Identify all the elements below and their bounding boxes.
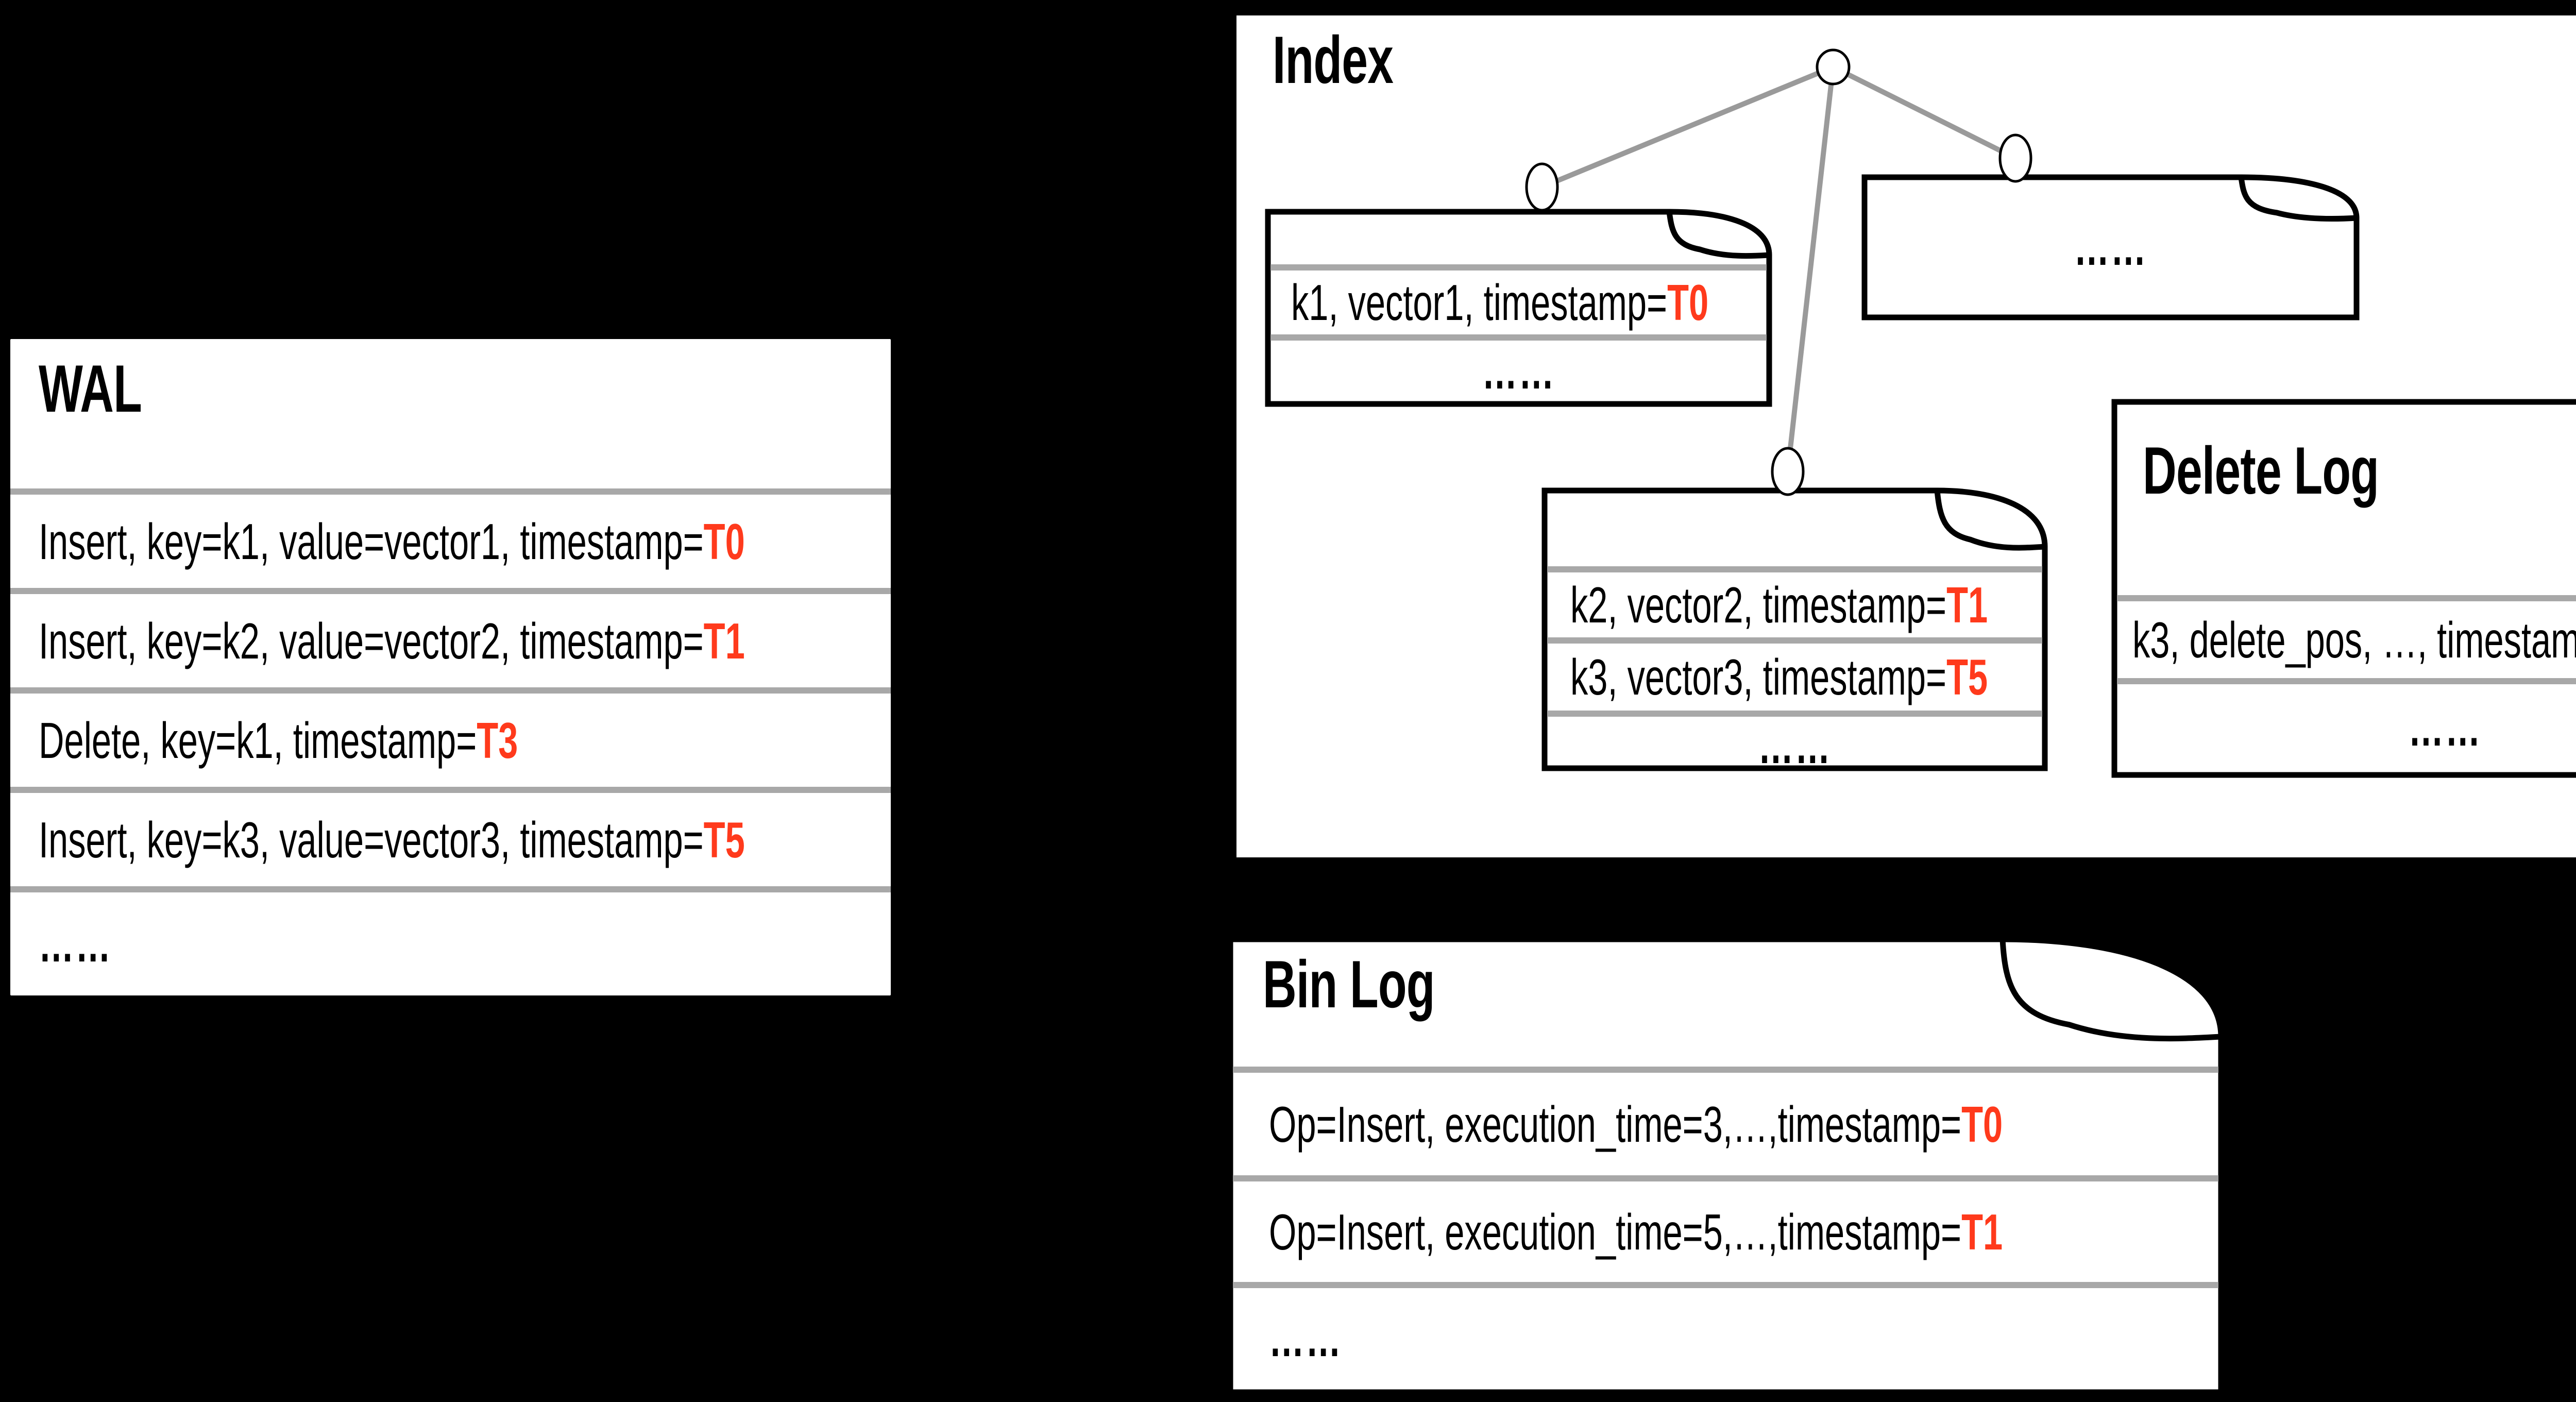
delete-log-row: k3, delete_pos, …, timestamp=T3 (2117, 595, 2576, 678)
wal-log-row: Insert, key=k1, value=vector1, timestamp… (10, 488, 891, 588)
wal-ellipsis-row: …… (10, 886, 891, 995)
bin-log-row-text: Op=Insert, execution_time=5,…,timestamp= (1269, 1203, 1962, 1260)
ellipsis-text: …… (39, 915, 112, 972)
delete-log-header: Delete Log (2117, 404, 2576, 595)
wal-row-text: Insert, key=k1, value=vector1, timestamp… (39, 513, 704, 570)
segment-ellipsis-row: …… (1270, 334, 1767, 401)
wal-row-text: Insert, key=k2, value=vector2, timestamp… (39, 612, 704, 669)
wal-title: WAL (39, 351, 142, 426)
segment-row: k1, vector1, timestamp=T0 (1270, 264, 1767, 334)
segment-row-timestamp: T1 (1946, 577, 1988, 633)
bin-log-row-timestamp: T1 (1961, 1203, 2003, 1260)
bin-log-title: Bin Log (1263, 947, 1435, 1022)
tree-node-left-icon (1525, 162, 1559, 212)
segment-ellipsis-row: …… (1547, 711, 2042, 775)
tree-edge-root-middle (1785, 66, 1836, 472)
index-segment-middle-doc: k2, vector2, timestamp=T1 k3, vector3, t… (1541, 487, 2048, 774)
ellipsis-text: …… (1482, 342, 1555, 399)
ellipsis-text: …… (2074, 218, 2147, 276)
segment-header-spacer (1270, 214, 1767, 264)
segment-row-text: k3, vector3, timestamp= (1570, 649, 1947, 705)
segment-header-spacer (1547, 493, 2042, 566)
wal-row-timestamp: T3 (477, 712, 518, 769)
bin-log-header: Bin Log (1233, 942, 2218, 1067)
page-curl-outline (1861, 174, 2360, 320)
ellipsis-text: …… (2408, 700, 2482, 756)
bin-log-ellipsis-row: …… (1233, 1282, 2218, 1390)
ellipsis-text: …… (1758, 717, 1832, 774)
wal-row-timestamp: T0 (703, 513, 745, 570)
wal-row-text: Insert, key=k3, value=vector3, timestamp… (39, 811, 704, 868)
bin-log-box: Bin Log Op=Insert, execution_time=3,…,ti… (1227, 936, 2224, 1395)
wal-rows: Insert, key=k1, value=vector1, timestamp… (10, 339, 891, 995)
page-curl-outline (1265, 209, 1772, 407)
bin-log-row-text: Op=Insert, execution_time=3,…,timestamp= (1269, 1095, 1962, 1153)
wal-log-row: Delete, key=k1, timestamp=T3 (10, 687, 891, 787)
segment-row-text: k1, vector1, timestamp= (1291, 274, 1668, 331)
segment-row-text: k2, vector2, timestamp= (1570, 577, 1947, 633)
bin-log-row: Op=Insert, execution_time=5,…,timestamp=… (1233, 1175, 2218, 1282)
delete-log-ellipsis-row: …… (2117, 678, 2576, 772)
bin-log-row-timestamp: T0 (1961, 1095, 2003, 1153)
index-segment-right-doc: …… (1861, 174, 2360, 320)
tree-edge-root-right (1832, 64, 2017, 161)
index-title: Index (1273, 22, 1394, 97)
page-curl-outline (1541, 487, 2048, 771)
delete-log-row-text: k3, delete_pos, …, timestamp= (2132, 611, 2576, 668)
wal-log-row: Insert, key=k2, value=vector2, timestamp… (10, 588, 891, 687)
bin-log-row: Op=Insert, execution_time=3,…,timestamp=… (1233, 1067, 2218, 1175)
delete-log-box: Delete Log k3, delete_pos, …, timestamp=… (2111, 399, 2576, 778)
page-curl-outline (1227, 936, 2224, 1395)
segment-ellipsis-row: …… (1867, 180, 2354, 315)
wal-row-text: Delete, key=k1, timestamp= (39, 712, 477, 769)
wal-row-timestamp: T1 (703, 612, 745, 669)
tree-edge-root-left (1541, 64, 1834, 190)
tree-node-root-icon (1816, 48, 1851, 86)
segment-row-timestamp: T0 (1667, 274, 1709, 331)
wal-log-row: Insert, key=k3, value=vector3, timestamp… (10, 787, 891, 886)
segment-row-timestamp: T5 (1946, 649, 1988, 705)
index-segment-left-doc: k1, vector1, timestamp=T0 …… (1265, 209, 1772, 407)
ellipsis-text: …… (1269, 1310, 1343, 1367)
segment-row: k3, vector3, timestamp=T5 (1547, 637, 2042, 711)
index-panel: Index k1, vector1, timestamp=T0 …… …… (1231, 10, 2576, 863)
segment-row: k2, vector2, timestamp=T1 (1547, 566, 2042, 637)
wal-row-timestamp: T5 (703, 811, 745, 868)
wal-box: WAL Insert, key=k1, value=vector1, times… (6, 335, 895, 1000)
delete-log-title: Delete Log (2143, 433, 2379, 508)
